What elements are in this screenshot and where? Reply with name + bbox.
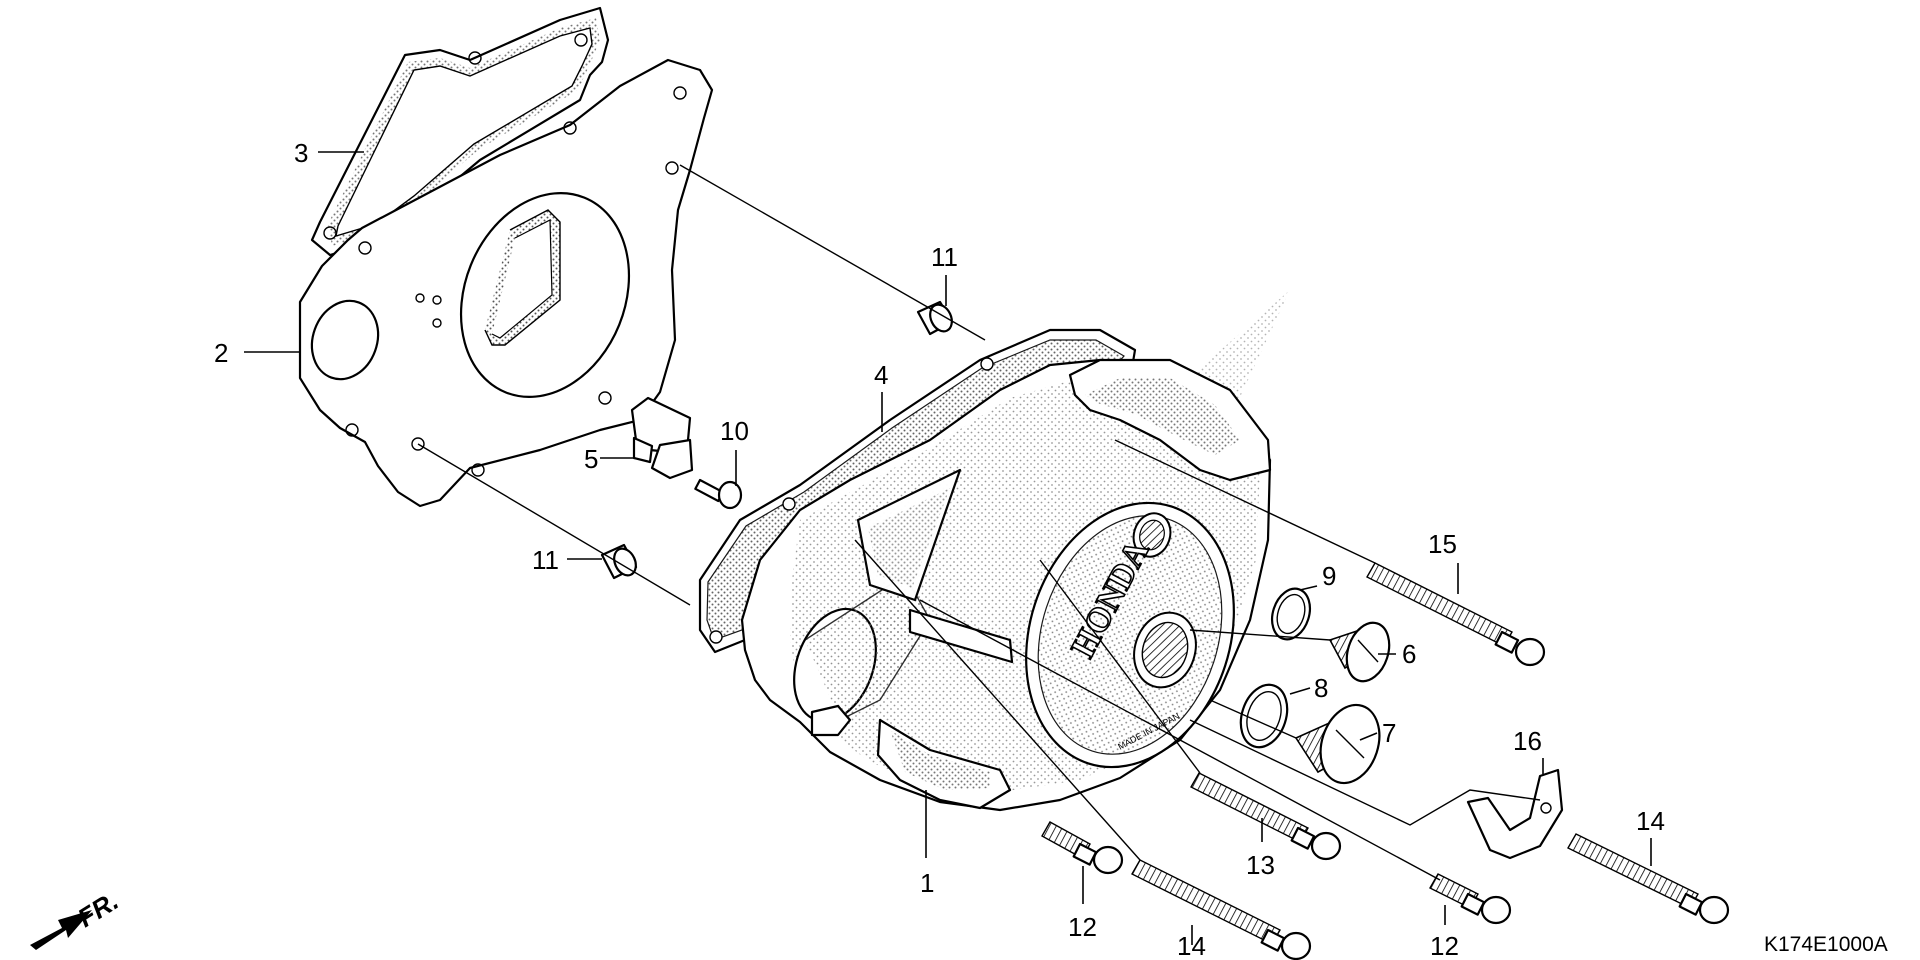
- assembly-lines: [417, 164, 1541, 881]
- plug-part-7: [1294, 703, 1381, 785]
- front-arrow-icon: [30, 910, 92, 950]
- part-label-14-left: 14: [1177, 931, 1206, 960]
- part-label-1: 1: [920, 868, 934, 898]
- dowel-pin-part-11b: [600, 543, 638, 580]
- bolt-part-15: [1366, 562, 1546, 667]
- bolt-part-12a: [1041, 821, 1124, 875]
- gasket-part-3: [310, 6, 610, 257]
- part-label-5: 5: [584, 444, 598, 474]
- bolt-part-12b: [1429, 873, 1512, 925]
- bracket-part-16: [1466, 768, 1564, 860]
- crankcase-cover-part-1: HONDA MADE IN JAPAN: [740, 358, 1272, 812]
- part-label-12-right: 12: [1430, 931, 1459, 960]
- part-label-14-right: 14: [1636, 806, 1665, 836]
- part-label-3: 3: [294, 138, 308, 168]
- bolt-part-10: [694, 478, 743, 510]
- part-label-4: 4: [874, 360, 888, 390]
- front-direction-marker: FR.: [30, 885, 124, 950]
- part-label-10: 10: [720, 416, 749, 446]
- clamp-part-5: [630, 396, 694, 480]
- part-label-8: 8: [1314, 673, 1328, 703]
- part-label-9: 9: [1322, 561, 1336, 591]
- part-label-11-bottom: 11: [532, 545, 559, 575]
- diagram-code: K174E1000A: [1764, 933, 1888, 956]
- part-label-12-left: 12: [1068, 912, 1097, 942]
- part-label-2: 2: [214, 338, 228, 368]
- leader-lines: [244, 151, 1652, 945]
- o-ring-part-9: [1270, 587, 1312, 641]
- part-label-13: 13: [1246, 850, 1275, 880]
- part-label-11-top: 11: [931, 242, 958, 272]
- dowel-pin-part-11a: [916, 300, 954, 336]
- front-direction-label: FR.: [72, 885, 123, 933]
- bolt-part-13: [1190, 772, 1342, 861]
- part-label-16: 16: [1513, 726, 1542, 756]
- bolt-part-14a: [1131, 859, 1312, 960]
- cover-plate-part-2: [298, 58, 714, 508]
- plug-part-6: [1328, 621, 1391, 683]
- part-labels: 3 2 4 5 10 11 11 1 12 14 13 12 9 8 6 7 1…: [214, 138, 1665, 960]
- bolt-part-14b: [1567, 833, 1730, 925]
- part-label-15: 15: [1428, 529, 1457, 559]
- part-label-6: 6: [1402, 639, 1416, 669]
- part-label-7: 7: [1382, 718, 1396, 748]
- o-ring-part-8: [1239, 683, 1289, 749]
